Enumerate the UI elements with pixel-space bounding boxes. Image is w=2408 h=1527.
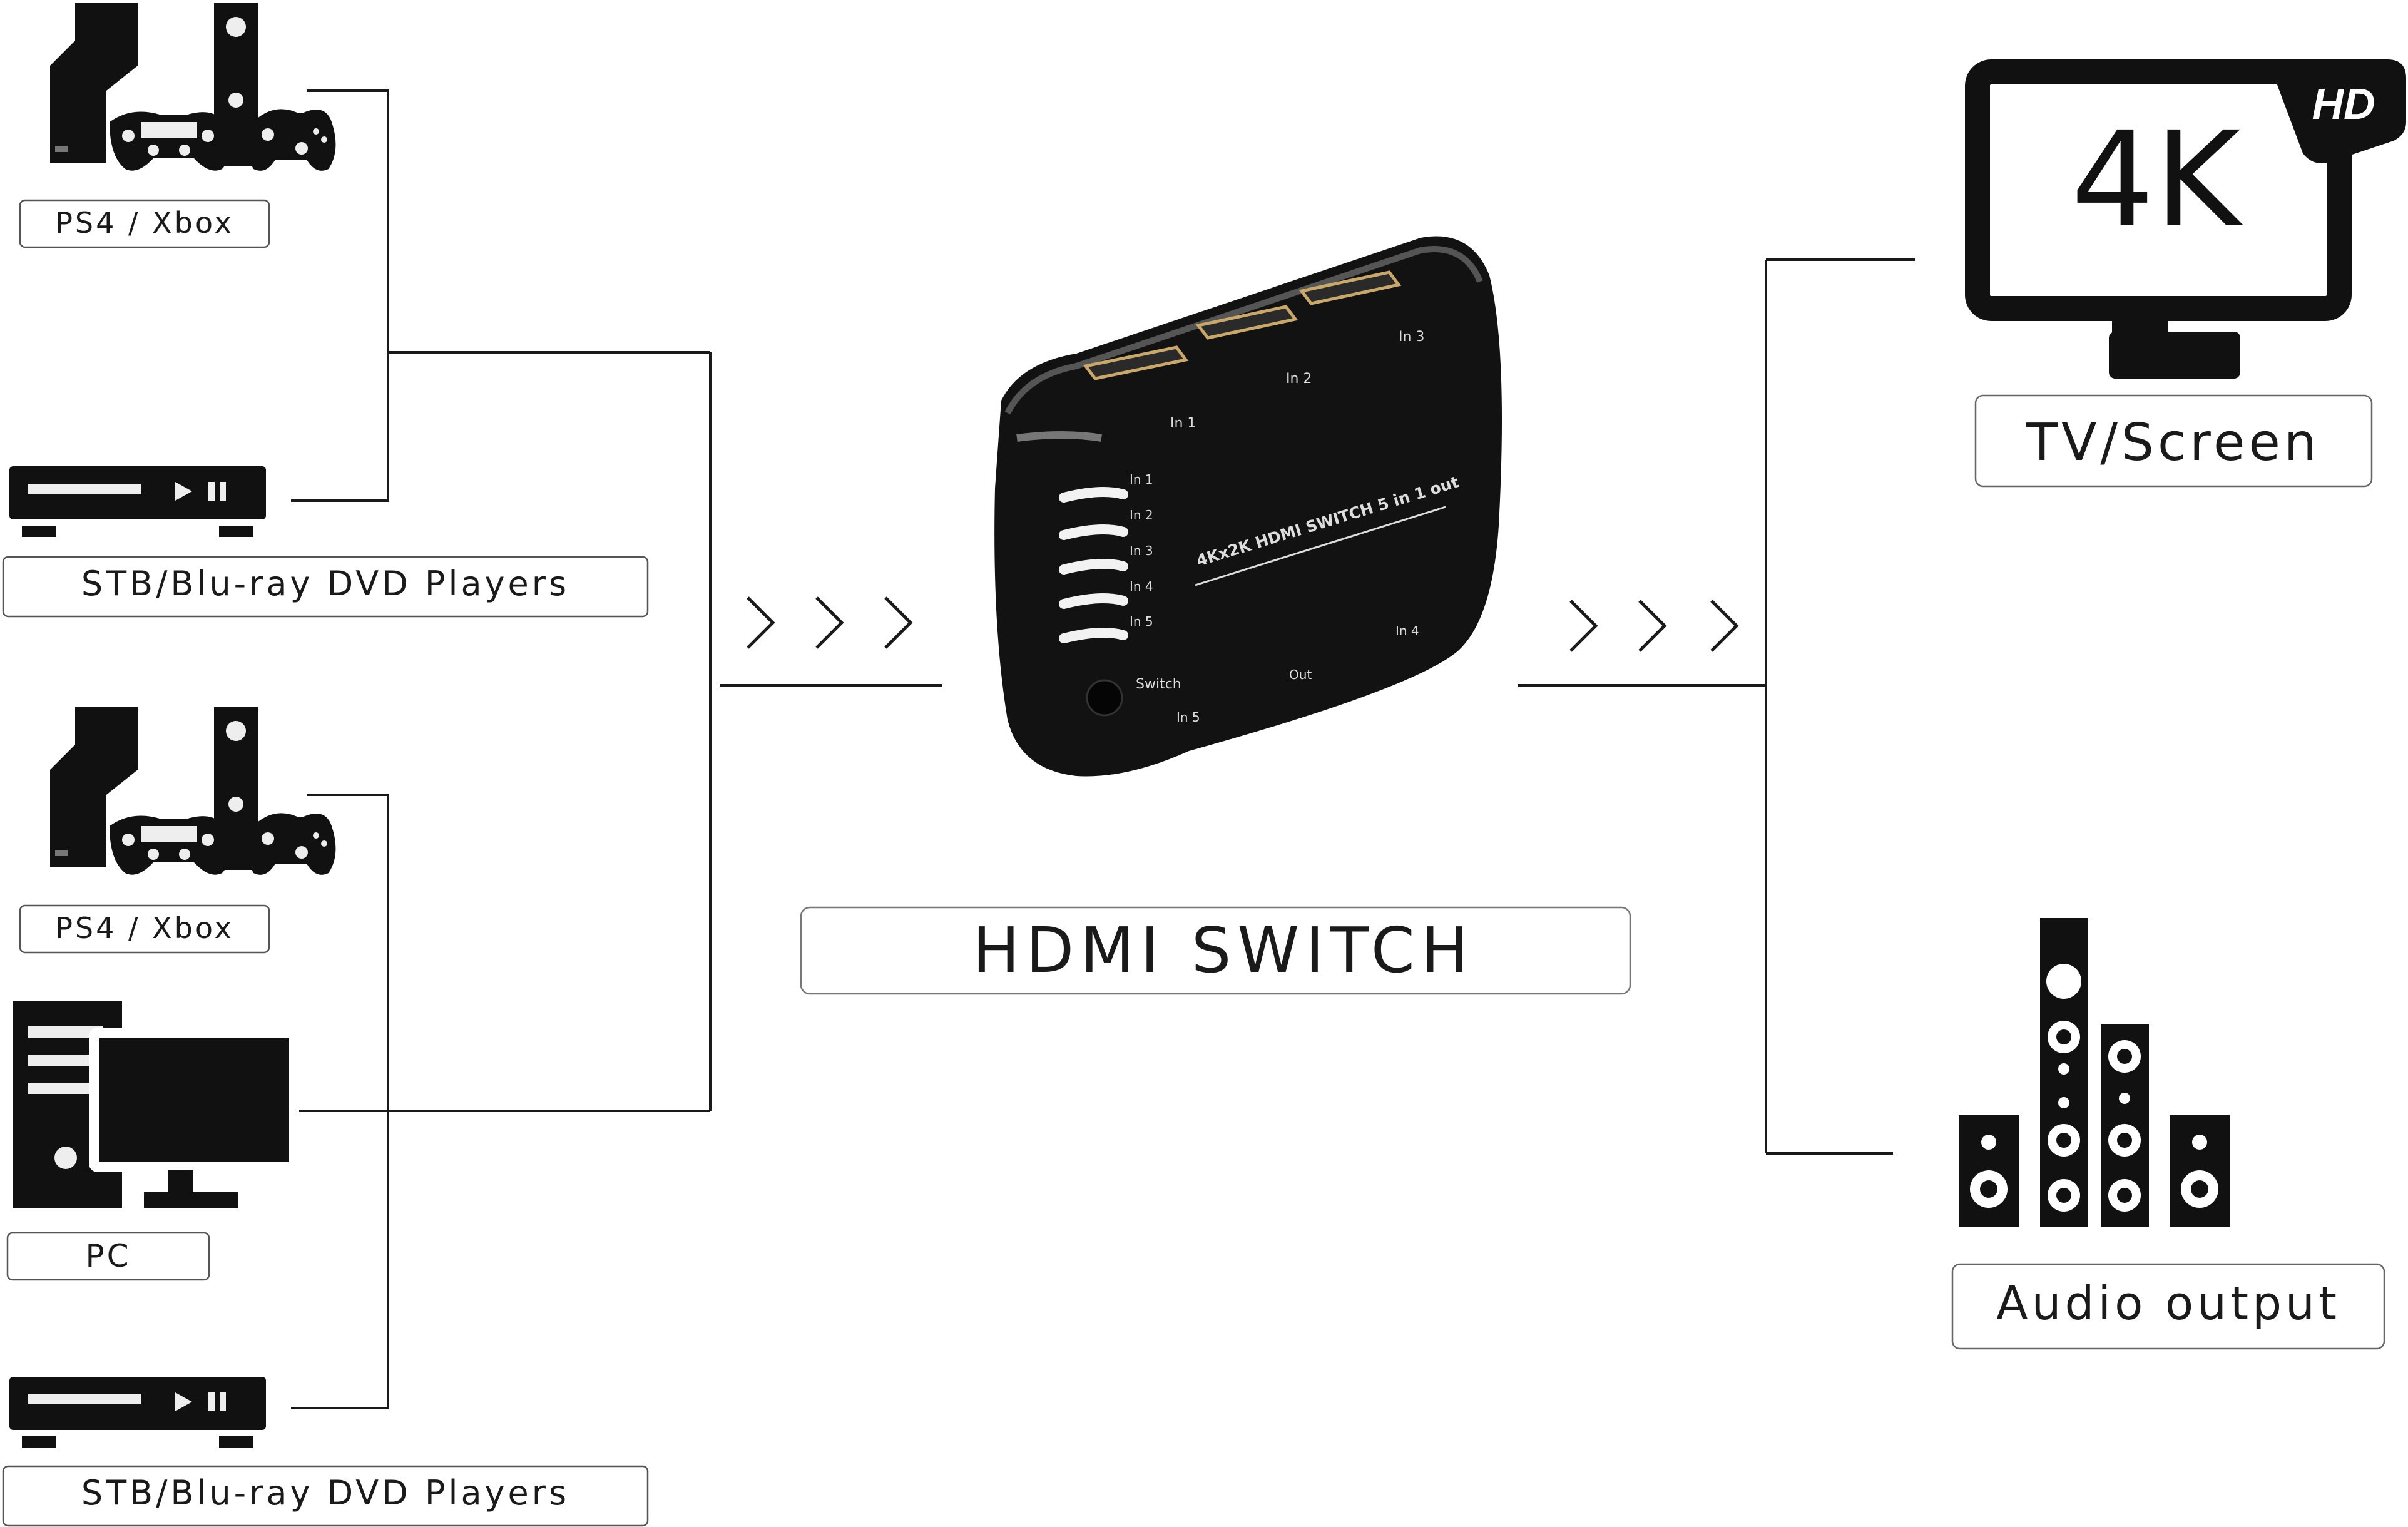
svg-text:STB/Blu-ray DVD Players: STB/Blu-ray DVD Players [81,564,569,603]
svg-text:In 3: In 3 [1130,543,1153,558]
game-console-icon [50,707,336,875]
label-ps4-xbox-top: PS4 / Xbox [19,199,270,248]
pc-icon [13,1001,299,1208]
svg-text:PS4 / Xbox: PS4 / Xbox [55,911,234,945]
chevron-right-icon [1638,600,1667,652]
svg-text:PS4 / Xbox: PS4 / Xbox [55,206,234,240]
label-pc: PC [6,1232,210,1281]
connector-lines [291,89,1915,1409]
media-player-icon [9,1377,266,1448]
chevron-right-icon [1710,600,1739,652]
hdmi-switch-device: In 1 In 2 In 3 In 1 In 2 In 3 In 4 In 5 … [994,236,1502,777]
label-stb-bottom: STB/Blu-ray DVD Players [2,1465,649,1527]
svg-text:In 4: In 4 [1395,623,1419,638]
hdmi-port-in1 [1083,345,1189,380]
game-console-icon [50,3,336,171]
tv-4k-icon: HD 4K [1965,59,2406,379]
svg-text:TV/Screen: TV/Screen [2026,413,2320,472]
label-ps4-xbox-bottom: PS4 / Xbox [19,904,270,954]
svg-text:In 5: In 5 [1130,614,1153,629]
chevron-right-icon [747,596,775,649]
svg-text:PC: PC [85,1238,131,1274]
svg-text:Audio output: Audio output [1996,1277,2340,1330]
hdmi-port-in2 [1195,305,1298,340]
chevron-right-icon [815,596,844,649]
label-tv-screen: TV/Screen [1974,394,2373,488]
svg-text:HD: HD [2312,79,2375,128]
led-indicators [1059,487,1128,643]
switch-button [1086,679,1123,717]
output-arrows [1569,600,1739,652]
media-player-icon [9,466,266,537]
svg-text:In 1: In 1 [1130,472,1153,487]
svg-text:Out: Out [1289,667,1312,682]
hdmi-switch-caption: HDMI SWITCH [800,906,1631,995]
svg-text:In 1: In 1 [1170,416,1196,431]
svg-text:STB/Blu-ray DVD Players: STB/Blu-ray DVD Players [81,1473,569,1513]
svg-text:In 2: In 2 [1130,508,1153,523]
svg-text:4K: 4K [2071,103,2244,257]
input-arrows [747,596,913,649]
chevron-right-icon [884,596,913,649]
svg-text:In 4: In 4 [1130,579,1153,594]
svg-text:HDMI SWITCH: HDMI SWITCH [972,914,1474,987]
speaker-system-icon [1959,918,2230,1227]
chevron-right-icon [1569,600,1598,652]
label-audio-output: Audio output [1951,1263,2385,1350]
hdmi-port-in3 [1298,270,1402,305]
svg-text:In 2: In 2 [1286,371,1312,387]
label-stb-top: STB/Blu-ray DVD Players [2,556,649,618]
svg-text:In 5: In 5 [1176,710,1200,725]
svg-text:Switch: Switch [1136,677,1181,692]
svg-text:In 3: In 3 [1399,329,1424,345]
